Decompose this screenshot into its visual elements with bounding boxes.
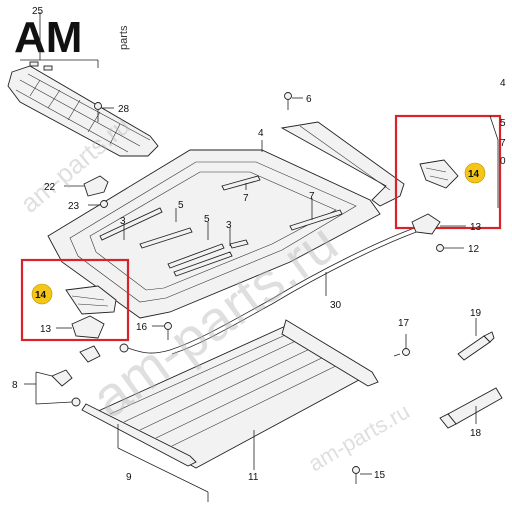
callout-13-left: 13 [40, 324, 52, 335]
callout-badge-14-right [464, 162, 486, 184]
guide-rail-4 [280, 121, 405, 207]
callout-13-right: 13 [470, 222, 482, 233]
callout-4: 4 [258, 128, 264, 139]
screw-6 [284, 92, 303, 110]
grease-tube-19 [457, 318, 495, 361]
bracket-22 [64, 175, 109, 197]
screw-16 [152, 322, 172, 340]
left-highlight-group [20, 258, 130, 363]
callout-18: 18 [470, 428, 482, 439]
screw-15 [352, 466, 372, 484]
callout-9: 9 [126, 472, 132, 483]
edge-label-0: 0 [500, 156, 506, 167]
rod-9 [81, 403, 209, 502]
callout-16: 16 [136, 322, 148, 333]
grease-tube-18 [439, 387, 503, 429]
callout-5-top: 5 [178, 200, 184, 211]
screw-17 [393, 334, 410, 357]
edge-label-7: 7 [500, 138, 506, 149]
edge-label-4: 4 [500, 78, 506, 89]
edge-label-5: 5 [500, 118, 506, 129]
callout-28: 28 [118, 104, 130, 115]
callout-23: 23 [68, 201, 80, 212]
brand-logo: AM parts [14, 13, 130, 62]
callout-14-right: 14 [468, 169, 480, 180]
callout-7-left: 7 [243, 193, 249, 204]
watermark-lower-right: am-parts.ru [304, 398, 414, 476]
callout-6: 6 [306, 94, 312, 105]
logo-am-text: AM [14, 13, 82, 62]
callout-5-mid: 5 [204, 214, 210, 225]
strip-parts-7 [221, 175, 343, 231]
callout-17: 17 [398, 318, 410, 329]
callout-22: 22 [44, 182, 56, 193]
callout-labels: 25 28 6 4 22 23 7 7 5 5 3 3 30 16 17 19 … [12, 6, 506, 483]
callout-3-right: 3 [226, 220, 232, 231]
callout-7-right: 7 [309, 191, 315, 202]
callout-12: 12 [468, 244, 480, 255]
callout-14-left: 14 [35, 290, 47, 301]
callout-25: 25 [32, 6, 44, 17]
left-highlight-box [20, 258, 130, 342]
clip-parts-8 [24, 369, 81, 407]
right-highlight-box [394, 114, 502, 230]
screw-28 [94, 102, 114, 122]
callout-3-left: 3 [120, 216, 126, 227]
rail-parts-5-3 [99, 207, 249, 277]
callout-30: 30 [330, 300, 342, 311]
callout-badge-14-left [31, 283, 53, 305]
screw-23 [88, 200, 108, 208]
sunshade-net-25 [7, 12, 159, 157]
callout-8: 8 [12, 380, 18, 391]
sunroof-frame [47, 140, 381, 319]
callout-19: 19 [470, 308, 482, 319]
drain-cable-30 [119, 225, 423, 355]
callout-15: 15 [374, 470, 386, 481]
logo-parts-text: parts [118, 25, 130, 50]
callout-11: 11 [248, 472, 259, 483]
right-highlight-group [394, 114, 502, 252]
